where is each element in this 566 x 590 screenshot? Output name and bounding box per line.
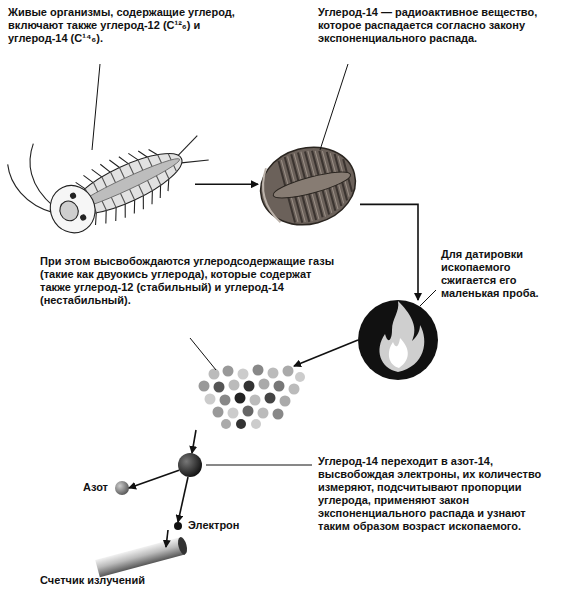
- nitrogen-node: Азот: [115, 481, 129, 495]
- callout-text: Для датировки ископаемого сжигается его …: [441, 248, 553, 300]
- electron-node: Электрон: [174, 522, 182, 530]
- fossil-picture: Углерод-14 — радиоактивное вещество, кот…: [258, 140, 360, 232]
- arrow-connector: [192, 430, 196, 453]
- arrow-connector: [129, 470, 179, 488]
- burning-picture: Для датировки ископаемого сжигается его …: [358, 300, 438, 380]
- arrow-connector: [166, 530, 168, 547]
- organism-picture: Живые организмы, содержащие углерод, вкл…: [38, 140, 195, 235]
- atom-node: Углерод-14 переходит в азот-14, высвобож…: [178, 453, 202, 477]
- arrow-connector: [360, 204, 418, 300]
- counter-node: Счетчик излучений: [96, 543, 186, 571]
- gas-particles: [199, 365, 306, 430]
- callout-text: Счетчик излучений: [40, 574, 210, 587]
- burning-sample: [358, 300, 438, 380]
- arrow-connector: [294, 340, 358, 366]
- callout-text: Электрон: [188, 519, 278, 532]
- counter-tube: [95, 536, 189, 577]
- callout-text: Живые организмы, содержащие углерод, вкл…: [8, 6, 244, 45]
- gas-picture: При этом высвобождаются углеродсодержащи…: [196, 364, 308, 430]
- electron-dot: [174, 522, 182, 530]
- nitrogen-atom: [115, 481, 129, 495]
- arrow-connector: [195, 183, 258, 185]
- callout-text: Углерод-14 — радиоактивное вещество, кот…: [318, 6, 544, 45]
- callout-text: Азот: [40, 481, 108, 494]
- callout-text: Углерод-14 переходит в азот-14, высвобож…: [318, 455, 556, 533]
- living-trilobite: [2, 79, 216, 254]
- carbon14-atom: [178, 453, 202, 477]
- arrow-connector: [178, 477, 188, 522]
- fossil-trilobite: [252, 137, 364, 235]
- callout-text: При этом высвобождаются углеродсодержащи…: [40, 255, 336, 307]
